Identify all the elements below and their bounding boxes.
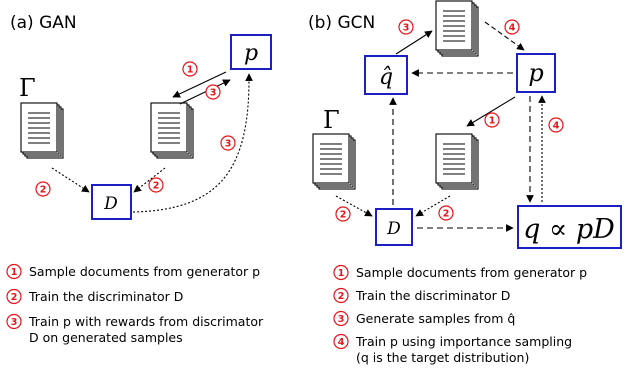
panel-b-gamma-label: Γ xyxy=(323,106,340,134)
panel-a-gamma-label: Γ xyxy=(19,74,36,102)
step-number: 4 xyxy=(338,337,345,348)
panel-b-arrow-gen-to-d xyxy=(415,195,451,217)
panel-b-step-2-right-badge: 2 xyxy=(438,205,454,221)
step-number-icon xyxy=(6,313,22,330)
panel-b-generated-docs-icon xyxy=(435,133,479,190)
step-number: 2 xyxy=(11,292,18,303)
legend-text: Train p using importance sampling xyxy=(355,334,572,349)
panel-b-legend-item: 2 Train the discriminator D xyxy=(333,287,510,304)
panel-a-arrow-real-to-d xyxy=(51,167,90,193)
legend-text: D on generated samples xyxy=(29,330,183,345)
panel-a-arrow-sample xyxy=(172,71,227,98)
panel-a-step-2-right-badge: 2 xyxy=(148,177,164,193)
step-number-icon xyxy=(6,263,22,280)
panel-a-step-3-curve-badge: 3 xyxy=(220,135,236,151)
panel-b-target-label: q ∝ pD xyxy=(523,214,615,245)
panel-b-step-3-badge: 3 xyxy=(398,19,414,35)
panel-b-generator-box xyxy=(516,53,556,93)
panel-b-target-box xyxy=(517,205,622,249)
legend-text: Sample documents from generator p xyxy=(29,264,260,279)
panel-b-real-docs-icon xyxy=(312,133,356,190)
panel-a-legend-item: 3 Train p with rewards from discrimatorD … xyxy=(6,313,264,345)
panel-b-proposal-box xyxy=(364,55,408,95)
panel-a-step-1-badge: 1 xyxy=(182,61,198,77)
step-number: 1 xyxy=(338,268,345,279)
svg-text:4: 4 xyxy=(553,121,560,132)
step-number: 3 xyxy=(338,314,345,325)
panel-a-generated-docs-icon xyxy=(150,102,194,159)
step-number: 3 xyxy=(11,317,18,328)
panel-a-arrow-update xyxy=(179,79,231,105)
legend-text: Train p with rewards from discrimator xyxy=(28,314,264,329)
panel-b-proposal-label: q̂ xyxy=(379,65,393,90)
panel-b-title: (b) GCN xyxy=(308,13,375,33)
panel-a-discriminator-label: D xyxy=(103,194,118,214)
panel-a-arrow-reward xyxy=(132,73,253,213)
step-number: 2 xyxy=(338,291,345,302)
step-number-icon xyxy=(333,310,349,327)
panel-b-legend-item: 3 Generate samples from q̂ xyxy=(333,310,515,327)
panel-b-step-4-top-badge: 4 xyxy=(504,19,520,35)
step-number-icon xyxy=(333,333,349,350)
svg-text:3: 3 xyxy=(403,23,410,34)
panel-b-step-2-left-badge: 2 xyxy=(335,206,351,222)
panel-a-discriminator-box xyxy=(91,184,132,220)
svg-text:1: 1 xyxy=(187,65,194,76)
panel-a-generator-label: p xyxy=(244,41,258,66)
legend-text: Train the discriminator D xyxy=(355,288,510,303)
panel-b-discriminator-label: D xyxy=(386,219,401,239)
panel-b-step-4-side-badge: 4 xyxy=(548,117,564,133)
panel-b-legend-item: 1 Sample documents from generator p xyxy=(333,264,587,281)
panel-a-title: (a) GAN xyxy=(10,13,77,33)
panel-b-proposal-docs-icon xyxy=(435,0,479,57)
panel-b-legend-item: 4 Train p using importance sampling(q is … xyxy=(333,333,572,365)
panel-a-step-3-badge: 3 xyxy=(205,84,221,100)
svg-text:2: 2 xyxy=(153,181,160,192)
panel-b-discriminator-box xyxy=(375,208,413,246)
panel-b-generator-label: p xyxy=(528,59,543,87)
svg-text:2: 2 xyxy=(340,210,347,221)
svg-text:2: 2 xyxy=(443,209,450,220)
step-number: 1 xyxy=(11,267,18,278)
step-number-icon xyxy=(333,287,349,304)
panel-a-arrow-gen-to-d xyxy=(133,167,166,193)
panel-a-generator-box xyxy=(230,34,272,70)
panel-a-legend-item: 1 Sample documents from generator p xyxy=(6,263,260,280)
legend-text: Generate samples from q̂ xyxy=(356,311,515,326)
panel-b-arrow-qhat-to-docs xyxy=(395,30,433,55)
legend-text: (q is the target distribution) xyxy=(356,350,529,365)
legend-text: Train the discriminator D xyxy=(28,289,183,304)
panel-a-step-2-left-badge: 2 xyxy=(35,181,51,197)
panel-b-step-1-badge: 1 xyxy=(484,112,500,128)
step-number-icon xyxy=(333,264,349,281)
panel-a-real-docs-icon xyxy=(20,102,64,159)
svg-text:3: 3 xyxy=(210,88,217,99)
svg-text:3: 3 xyxy=(225,139,232,150)
step-number-icon xyxy=(6,288,22,305)
panel-b-arrow-docs-to-p xyxy=(484,21,525,51)
legend-text: Sample documents from generator p xyxy=(356,265,587,280)
svg-text:1: 1 xyxy=(489,116,496,127)
panel-a-legend-item: 2 Train the discriminator D xyxy=(6,288,183,305)
svg-text:2: 2 xyxy=(40,185,47,196)
panel-b-arrow-p-to-docs xyxy=(466,96,516,127)
panel-b-arrow-real-to-d xyxy=(335,195,373,217)
svg-text:4: 4 xyxy=(509,23,516,34)
